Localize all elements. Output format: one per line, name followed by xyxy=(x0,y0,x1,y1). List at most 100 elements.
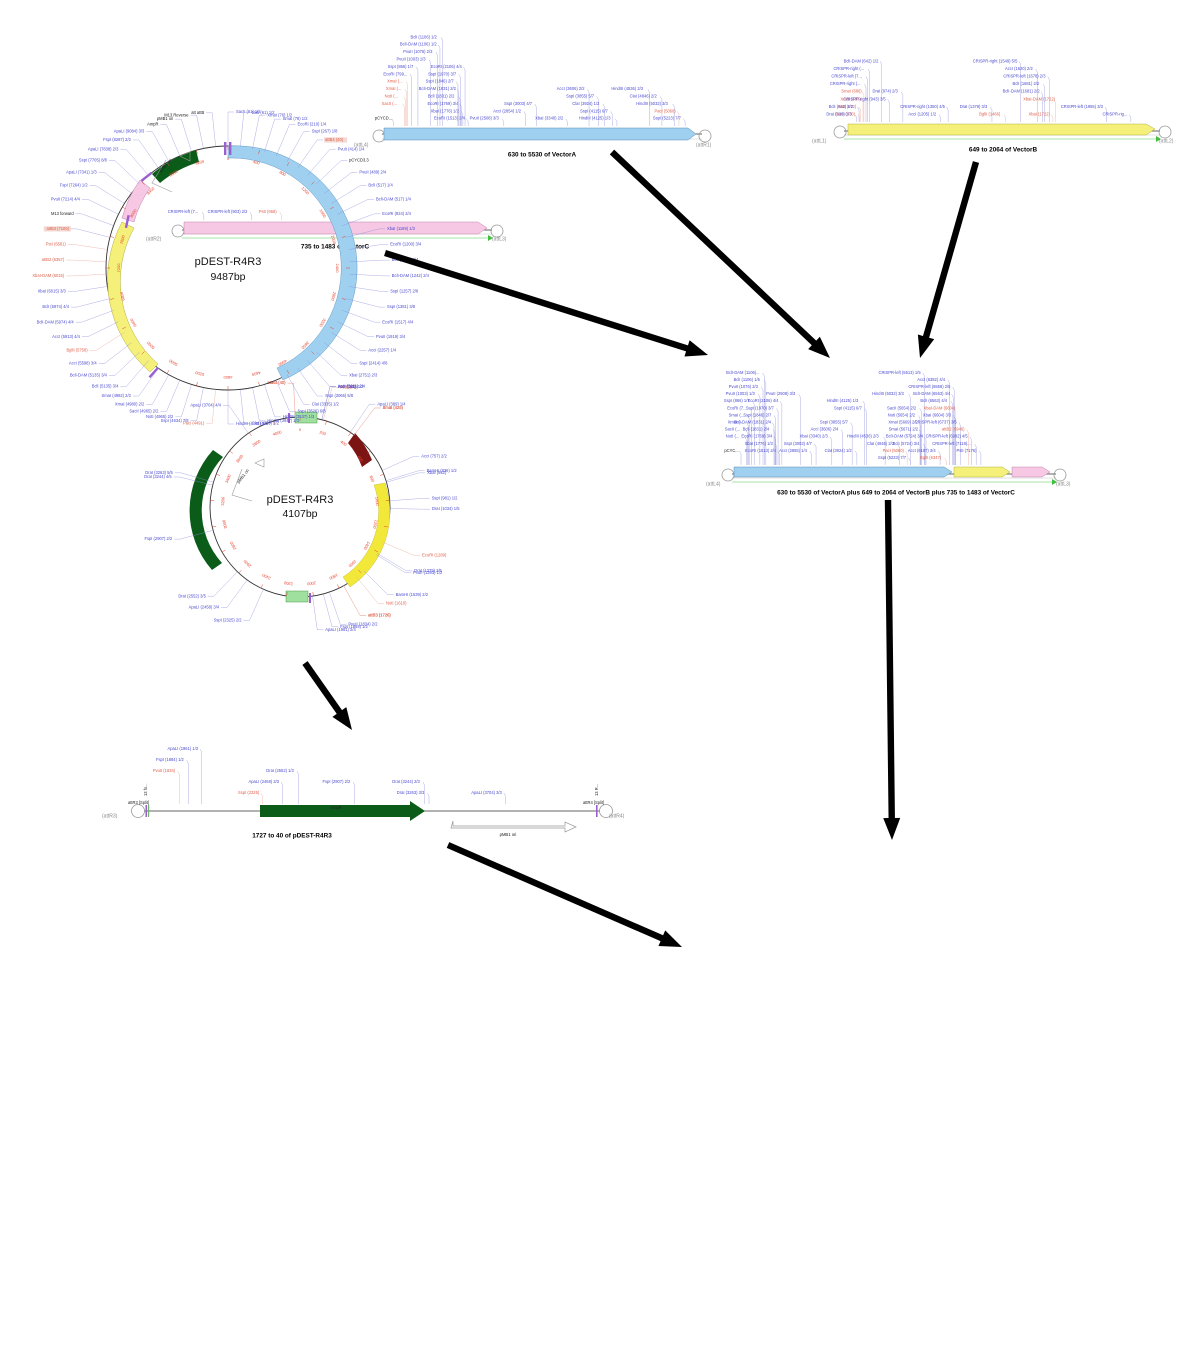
enzyme-site-label: ApaLI (3704) 4/4 xyxy=(190,403,221,408)
enzyme-site-label: SspI (4115) 6/7 xyxy=(580,108,608,113)
vectorA-right-att: (attR1) xyxy=(696,142,712,148)
coordinate-tick: 800 xyxy=(369,475,376,484)
enzyme-site-label: M13 Reverse xyxy=(164,112,189,117)
enzyme-site-label: XbaI (3340) 2/3 xyxy=(800,434,829,439)
enzyme-site-label: ApaLI (3704) 3/3 xyxy=(471,790,502,795)
enzyme-site-label: SspI (2414) 4/8 xyxy=(359,361,388,366)
plasmid-large-size: 9487bp xyxy=(210,271,245,283)
enzyme-site-label: SspI (1846) 2/7 xyxy=(743,412,772,417)
enzyme-site-label: attB2 (6357) xyxy=(42,257,65,262)
enzyme-site-label: PvuII (414) 1/4 xyxy=(338,147,366,152)
enzyme-site-label: SspI (5223) 7/7 xyxy=(653,116,682,121)
enzyme-site-label: ApaLI (1961) 1/3 xyxy=(168,746,199,751)
pdest-linear-right-att: (attR4) xyxy=(609,813,625,819)
enzyme-site-label: CRISPR-left (903) 2/2 xyxy=(208,209,249,214)
enzyme-site-label: attB3 (1726) xyxy=(368,613,391,618)
enzyme-site-label: CRISPR-left (7... xyxy=(168,209,198,214)
linear-to-largeplasmid-arrow xyxy=(446,842,682,947)
enzyme-site-label: pCYCD... xyxy=(375,116,392,121)
enzyme-site-label: CRISPR-rig... xyxy=(1103,111,1128,116)
plasmid-small-svg: pDEST-R4R3 4107bp pMB1 ori 0200400600800… xyxy=(144,380,460,632)
coordinate-tick: 1600 xyxy=(347,559,357,569)
enzyme-site-label: EcoRI (1513) 2/4 xyxy=(745,448,777,453)
enzyme-site-label: EcoRI (210) 1/4 xyxy=(298,122,327,127)
enzyme-site-label: BclI-DAM (1681) 2/2 xyxy=(1003,89,1041,94)
coordinate-tick: 800 xyxy=(279,169,288,177)
enzyme-site-label: SspI (1257) 2/8 xyxy=(390,289,419,294)
enzyme-site-label: XmaI (... xyxy=(728,419,743,424)
enzyme-site-label: PacI (5060) xyxy=(883,448,905,453)
plasmid-small-labels: 0200400600800100012001400160018002000220… xyxy=(144,380,460,632)
coordinate-tick: 1800 xyxy=(328,573,339,582)
enzyme-site-label: EcoRI (1513) 2/4 xyxy=(434,116,466,121)
enzyme-site-label: SmaI (686) xyxy=(841,89,862,94)
smallplasmid-to-linear-arrow xyxy=(302,661,352,730)
coordinate-tick: 4800 xyxy=(223,375,233,380)
enzyme-site-label: NotI (5654) 2/2 xyxy=(888,412,916,417)
pdest-linear-right-side: 13 R... xyxy=(594,784,599,796)
enzyme-site-label: NotI (... xyxy=(726,434,739,439)
enzyme-site-label: SspI (1381) 3/8 xyxy=(387,304,416,309)
enzyme-site-label: FspI (7264) 1/2 xyxy=(60,183,88,188)
enzyme-site-label: FspI (1884) 1/2 xyxy=(340,624,368,629)
arrow-group xyxy=(302,149,980,947)
vectorB-right-att: (attL2) xyxy=(1159,138,1174,144)
enzyme-site-label: BclI (1831) 2/4 xyxy=(743,427,770,432)
enzyme-site-label: BclI-DAM (5724) 3/4 xyxy=(886,434,924,439)
enzyme-site-label: PvuII (1834) 2/2 xyxy=(348,621,378,626)
combined-backbone: (attL4) (attL3) 630 to 5530 of VectorA p… xyxy=(706,466,1071,497)
enzyme-site-label: XmaI (76) 1/2 xyxy=(267,112,293,117)
enzyme-site-label: CRISPR-left (5513) 1/5 xyxy=(879,370,922,375)
enzyme-site-label: FspI (2907) 2/2 xyxy=(323,779,351,784)
enzyme-site-label: CRISPR-right (... xyxy=(833,66,864,71)
coordinate-tick: 2600 xyxy=(242,558,252,568)
enzyme-site-label: NotI (1610) xyxy=(386,600,407,605)
enzyme-site-label: attB2 (6946) xyxy=(942,427,965,432)
enzyme-site-label: EcoRI (7... xyxy=(727,405,746,410)
vectorC-left-att: (attR2) xyxy=(146,236,162,242)
enzyme-site-label: BclI-DAM (1106) 1/2 xyxy=(400,42,438,47)
coordinate-tick: 7200 xyxy=(116,263,121,273)
plasmid-small-size: 4107bp xyxy=(282,508,317,520)
coordinate-tick: 0 xyxy=(227,156,230,161)
enzyme-site-label: SspI (3003) 4/7 xyxy=(504,101,533,106)
coordinate-tick: 400 xyxy=(252,159,260,166)
pdest-linear-left-tag: attR3 [Split] xyxy=(128,800,149,805)
coordinate-tick: 7600 xyxy=(119,234,126,245)
enzyme-site-label: att attB xyxy=(191,110,204,115)
enzyme-site-label: BclI (517) 1/4 xyxy=(368,183,393,188)
vectorB-to-combined-arrow xyxy=(917,161,980,358)
enzyme-site-label: CRISPR-left (6982) 4/5 xyxy=(926,434,969,439)
enzyme-site-label: PstI (7176) xyxy=(956,448,977,453)
enzyme-site-label: CRISPR-left (6737) 3/5 xyxy=(915,419,958,424)
enzyme-site-label: BclI-DAM (6563) 4/4 xyxy=(913,391,951,396)
coordinate-tick: 1200 xyxy=(300,186,310,196)
enzyme-site-label: CRISPR-left (7... xyxy=(831,73,861,78)
enzyme-site-label: HindIII (3537) 1/3 xyxy=(283,414,315,419)
enzyme-site-label: AccI (162) 1/2 xyxy=(338,384,364,389)
plasmid-large-labels: 0400800120016002000240028003200360040004… xyxy=(32,109,429,426)
enzyme-site-label: SspI (866) 1/7 xyxy=(388,64,414,69)
coordinate-tick: 8400 xyxy=(146,185,156,195)
combined-to-largeplasmid-arrow xyxy=(883,499,901,840)
pmb1-label: pMB1 ori xyxy=(500,832,517,837)
vectorA-caption: 630 to 5530 of VectorA xyxy=(508,152,577,159)
pdest-linear-left-att: (attR3) xyxy=(102,813,118,819)
coordinate-tick: 2200 xyxy=(283,580,293,586)
enzyme-site-label: HindIII (4443) 3/3 xyxy=(236,421,268,426)
enzyme-site-label: DraI (1034) 1/5 xyxy=(432,506,460,511)
enzyme-site-label: XbaI (3340) 2/2 xyxy=(535,116,564,121)
coordinate-tick: 1000 xyxy=(374,497,380,507)
enzyme-site-label: BclI (1106) 1/6 xyxy=(734,377,761,382)
coordinate-tick: 6000 xyxy=(145,340,155,350)
coordinate-tick: 2000 xyxy=(306,580,316,586)
enzyme-site-label: BclI (1106) 1/2 xyxy=(410,34,437,39)
enzyme-site-label: attR3 (1726) xyxy=(368,613,391,618)
enzyme-site-label: SacII (670) xyxy=(835,111,856,116)
enzyme-site-label: ApaLI (2458) 3/4 xyxy=(189,604,220,609)
enzyme-site-label: DraI (3244) 4/5 xyxy=(144,474,172,479)
